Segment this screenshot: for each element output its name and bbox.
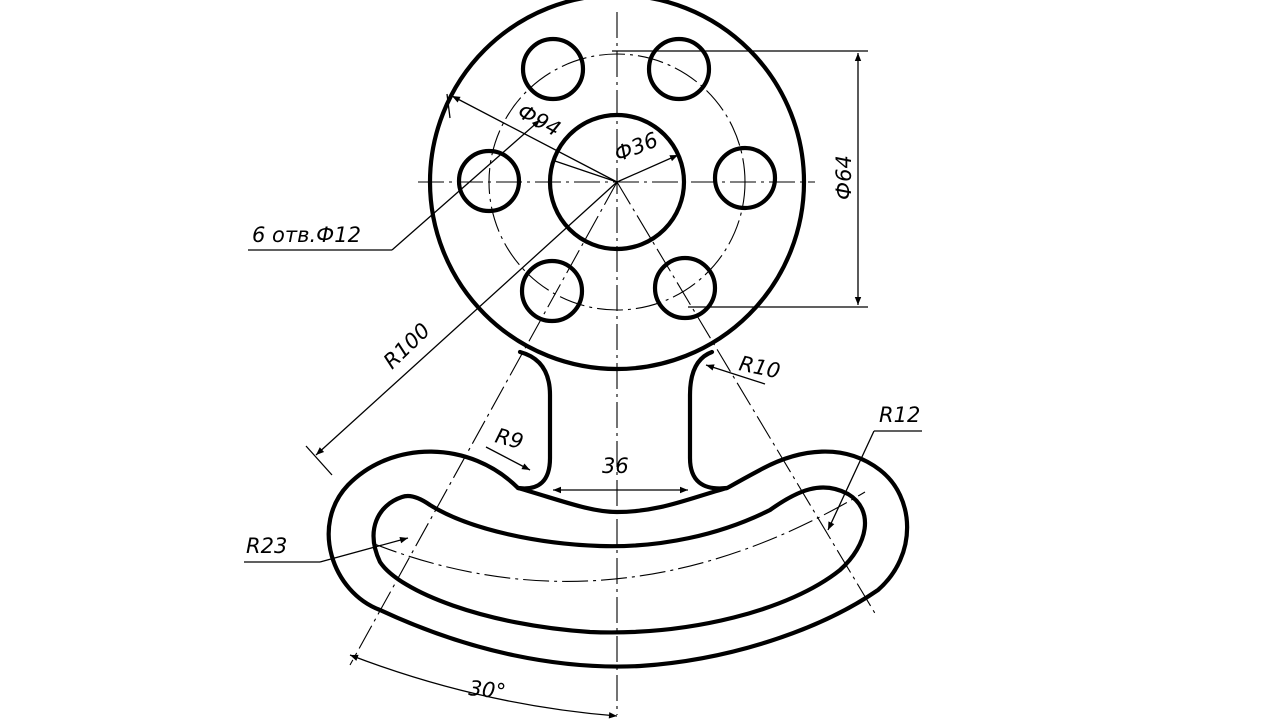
r100-label: R100	[379, 318, 435, 373]
bolt-circle-label: Ф94	[514, 99, 565, 141]
hole-4	[712, 145, 778, 211]
dimension-lines	[244, 50, 922, 719]
dimension-labels: 6 отв.Ф12 Ф94 Ф36 Ф64 R100 R10 R12 R9 36…	[246, 99, 920, 704]
hole-6	[652, 255, 718, 321]
pitch-label: Ф64	[832, 155, 856, 200]
central-bore	[547, 112, 687, 252]
slot-inner	[371, 485, 868, 635]
slot-outer	[326, 449, 910, 669]
neck-right	[687, 349, 730, 491]
flange-outer	[427, 0, 807, 372]
r10-label: R10	[737, 351, 782, 383]
holes-label: 6 отв.Ф12	[252, 223, 361, 247]
r9-label: R9	[493, 424, 526, 454]
part-outline	[326, 0, 910, 669]
neck-label: 36	[602, 454, 629, 478]
neck-left	[515, 349, 553, 491]
center-lines	[349, 12, 877, 715]
hole-5	[519, 258, 585, 324]
hole-3	[456, 148, 522, 214]
r12-label: R12	[879, 403, 920, 427]
angle-label: 30°	[467, 676, 507, 704]
bore-label: Ф36	[611, 128, 662, 167]
r23-label: R23	[246, 534, 287, 558]
hole-2	[646, 36, 712, 102]
hole-1	[520, 36, 586, 102]
